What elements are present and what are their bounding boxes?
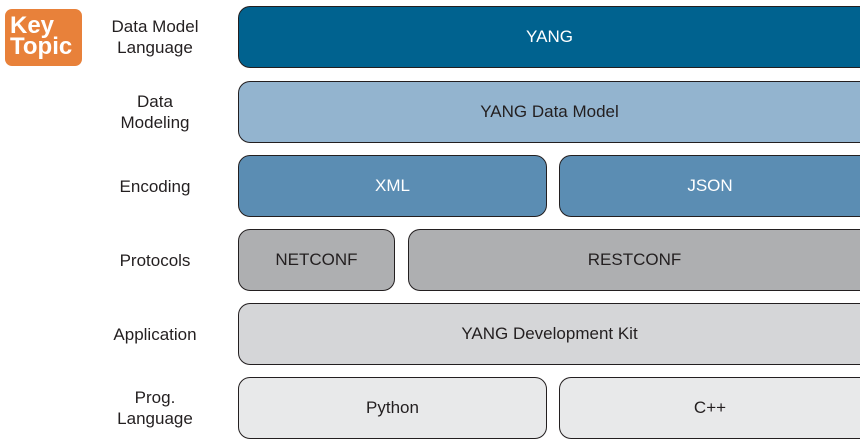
row-label-line: Data Model [111,17,199,36]
badge-line-2: Topic [10,33,73,60]
row-label-line: Prog. [134,388,176,407]
box-label: XML [375,176,410,195]
key-topic-badge: Key Topic [5,9,82,66]
box-yang: YANG [238,6,860,68]
row-label-application: Application [90,303,220,365]
row-label-data-model-language: Data Model Language [90,6,220,68]
row-label-line: Data [137,92,173,111]
box-label: YANG Development Kit [461,324,638,343]
row-label-prog-language: Prog. Language [90,377,220,439]
box-label: YANG [526,27,573,46]
box-restconf: RESTCONF [408,229,860,291]
box-xml: XML [238,155,547,217]
row-label-line: Encoding [119,176,191,196]
box-python: Python [238,377,547,439]
box-label: NETCONF [275,250,358,269]
badge-line-1: Key [10,12,55,39]
row-label-protocols: Protocols [90,229,220,291]
row-label-line: Language [117,409,193,428]
row-label-line: Language [117,38,193,57]
box-yang-data-model: YANG Data Model [238,81,860,143]
box-label: RESTCONF [587,250,682,269]
row-label-line: Protocols [119,250,191,270]
box-label: Python [366,398,419,417]
box-json: JSON [559,155,860,217]
box-cpp: C++ [559,377,860,439]
row-label-line: Application [113,324,197,344]
box-netconf: NETCONF [238,229,395,291]
box-label: JSON [687,176,733,195]
box-yang-development-kit: YANG Development Kit [238,303,860,365]
row-label-encoding: Encoding [90,155,220,217]
box-label: C++ [693,398,727,417]
row-label-data-modeling: Data Modeling [90,81,220,143]
row-label-line: Modeling [120,113,190,132]
box-label: YANG Data Model [480,102,619,121]
